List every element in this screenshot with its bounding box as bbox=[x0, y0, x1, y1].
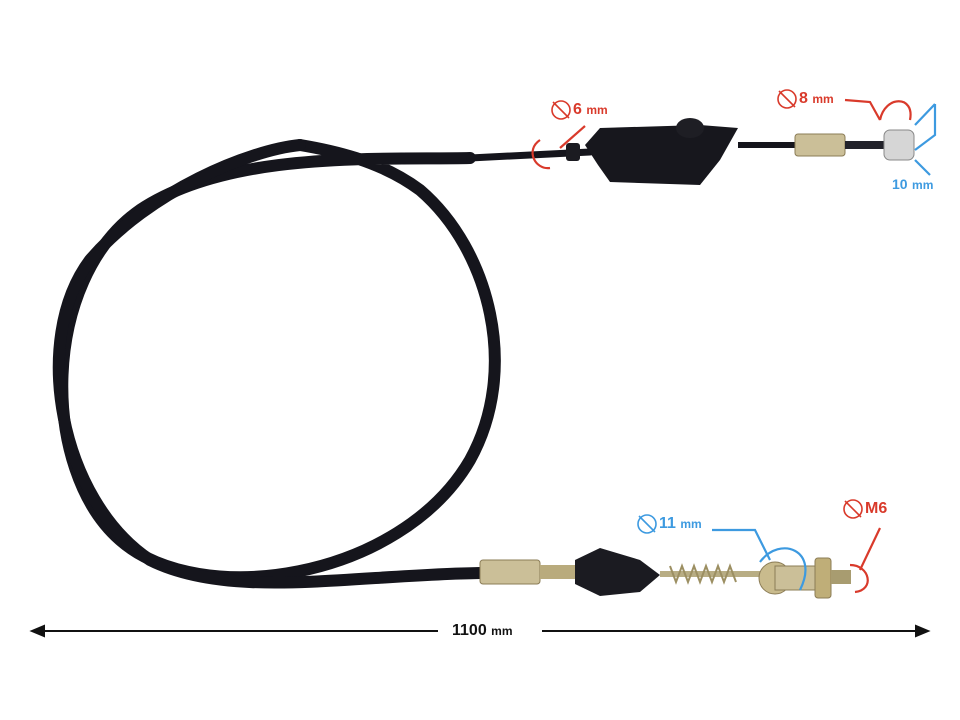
bottom-thread-label: M6 bbox=[865, 500, 888, 517]
diameter-symbols bbox=[551, 89, 863, 534]
length-dimension-line bbox=[29, 624, 931, 638]
top-right-width-label: 10 mm bbox=[892, 176, 934, 192]
dimension-arrows bbox=[531, 98, 937, 594]
cable-loop bbox=[52, 139, 594, 589]
top-right-fitting bbox=[794, 129, 915, 161]
top-adjuster-body bbox=[566, 118, 800, 185]
bottom-barrel-diameter-label: 11 mm bbox=[659, 515, 702, 532]
overall-length-label: 1100 mm bbox=[452, 622, 513, 639]
top-left-diameter-label: 6 mm bbox=[573, 101, 608, 118]
bottom-fitting bbox=[479, 548, 851, 599]
top-right-diameter-label: 8 mm bbox=[799, 90, 834, 107]
